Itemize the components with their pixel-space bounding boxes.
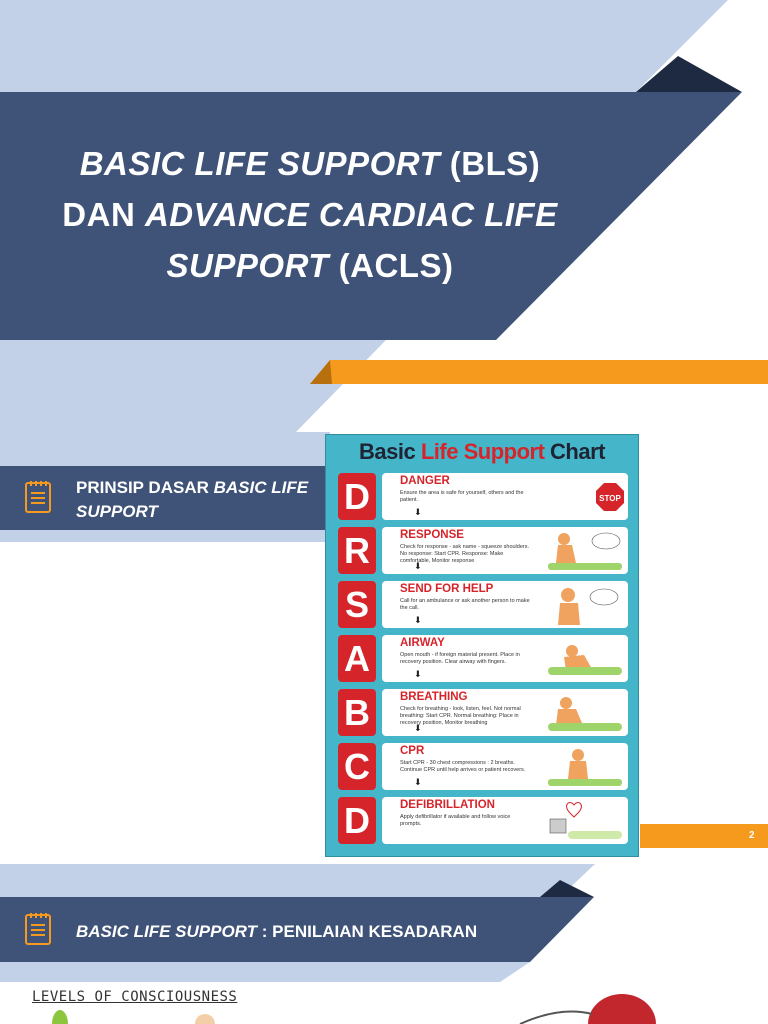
row-description: Check for breathing - look, listen, feel… [400, 706, 521, 726]
chest-compressions-icon [548, 749, 622, 786]
down-arrow-icon: ⬇ [414, 615, 422, 625]
row-letter: S [338, 581, 376, 628]
row-letter: D [338, 473, 376, 520]
slide2-background [0, 432, 768, 848]
down-arrow-icon: ⬇ [414, 561, 422, 571]
page-number: 2 [749, 830, 755, 841]
down-arrow-icon: ⬇ [414, 723, 422, 733]
consciousness-slide: BASIC LIFE SUPPORT : PENILAIAN KESADARAN… [0, 864, 768, 1024]
row-letter: D [338, 797, 376, 844]
row-heading: CPR [400, 745, 425, 757]
row-letter: C [338, 743, 376, 790]
row-card: AIRWAY Open mouth - if foreign material p… [382, 635, 628, 682]
row-card: RESPONSE Check for response - ask name - … [382, 527, 628, 574]
slide-title: BASIC LIFE SUPPORT (BLS) DAN ADVANCE CAR… [62, 145, 558, 284]
row-card: SEND FOR HELP Call for an ambulance or as… [382, 581, 628, 628]
row-heading: RESPONSE [400, 529, 464, 541]
breathing-check-icon [548, 697, 622, 731]
row-heading: DANGER [400, 475, 450, 487]
title-slide: BASIC LIFE SUPPORT (BLS) DAN ADVANCE CAR… [0, 0, 768, 432]
row-letter: B [338, 689, 376, 736]
notepad-icon [25, 913, 51, 945]
down-arrow-icon: ⬇ [414, 669, 422, 679]
row-card: CPR Start CPR - 30 chest compressions : 2… [382, 743, 628, 790]
chart-row: B BREATHING Check for breathing - look, li… [338, 689, 628, 736]
row-card: BREATHING Check for breathing - look, lis… [382, 689, 628, 736]
bls-chart: Basic Life Support Chart D DANGER Ensure t… [325, 434, 639, 857]
notepad-icon [25, 481, 51, 513]
title-slide-background [0, 0, 768, 432]
chart-row: R RESPONSE Check for response - ask name -… [338, 527, 628, 574]
svg-text:STOP: STOP [599, 494, 621, 503]
row-letter: A [338, 635, 376, 682]
section-title: PRINSIP DASAR BASIC LIFE SUPPORT [76, 478, 309, 521]
row-letter: R [338, 527, 376, 574]
row-card: DANGER Ensure the area is safe for yourse… [382, 473, 628, 520]
chart-title: Basic Life Support Chart [359, 439, 605, 464]
row-description: Check for response - ask name - squeeze … [400, 544, 530, 564]
row-heading: AIRWAY [400, 637, 445, 649]
row-description: Ensure the area is safe for yourself, ot… [400, 490, 524, 503]
rescuer-shaking-patient-icon [548, 532, 622, 570]
airway-check-icon [548, 645, 622, 675]
defibrillator-icon [549, 802, 622, 839]
slide3-background [0, 864, 656, 1024]
row-description: Call for an ambulance or ask another per… [400, 598, 530, 611]
row-heading: DEFIBRILLATION [400, 799, 495, 811]
chart-row: S SEND FOR HELP Call for an ambulance or a… [338, 581, 628, 628]
bls-principles-slide: PRINSIP DASAR BASIC LIFE SUPPORT Basic L… [0, 432, 768, 864]
stop-sign-icon: STOP [596, 483, 624, 511]
section-title: BASIC LIFE SUPPORT : PENILAIAN KESADARAN [76, 922, 478, 941]
chart-row: D DEFIBRILLATION Apply defibrillator if av… [338, 797, 628, 844]
chart-row: C CPR Start CPR - 30 chest compressions : … [338, 743, 628, 790]
row-description: Apply defibrillator if available and fol… [400, 814, 511, 827]
down-arrow-icon: ⬇ [414, 777, 422, 787]
chart-row: A AIRWAY Open mouth - if foreign material … [338, 635, 628, 682]
row-description: Open mouth - if foreign material present… [400, 652, 520, 665]
levels-heading: LEVELS OF CONSCIOUSNESS [32, 989, 238, 1005]
row-heading: SEND FOR HELP [400, 583, 494, 595]
down-arrow-icon: ⬇ [414, 507, 422, 517]
row-card: DEFIBRILLATION Apply defibrillator if ava… [382, 797, 628, 844]
phone-call-icon [558, 588, 619, 625]
row-description: Start CPR - 30 chest compressions : 2 br… [400, 760, 526, 773]
chart-row: D DANGER Ensure the area is safe for yours… [338, 473, 628, 520]
row-heading: BREATHING [400, 691, 468, 703]
